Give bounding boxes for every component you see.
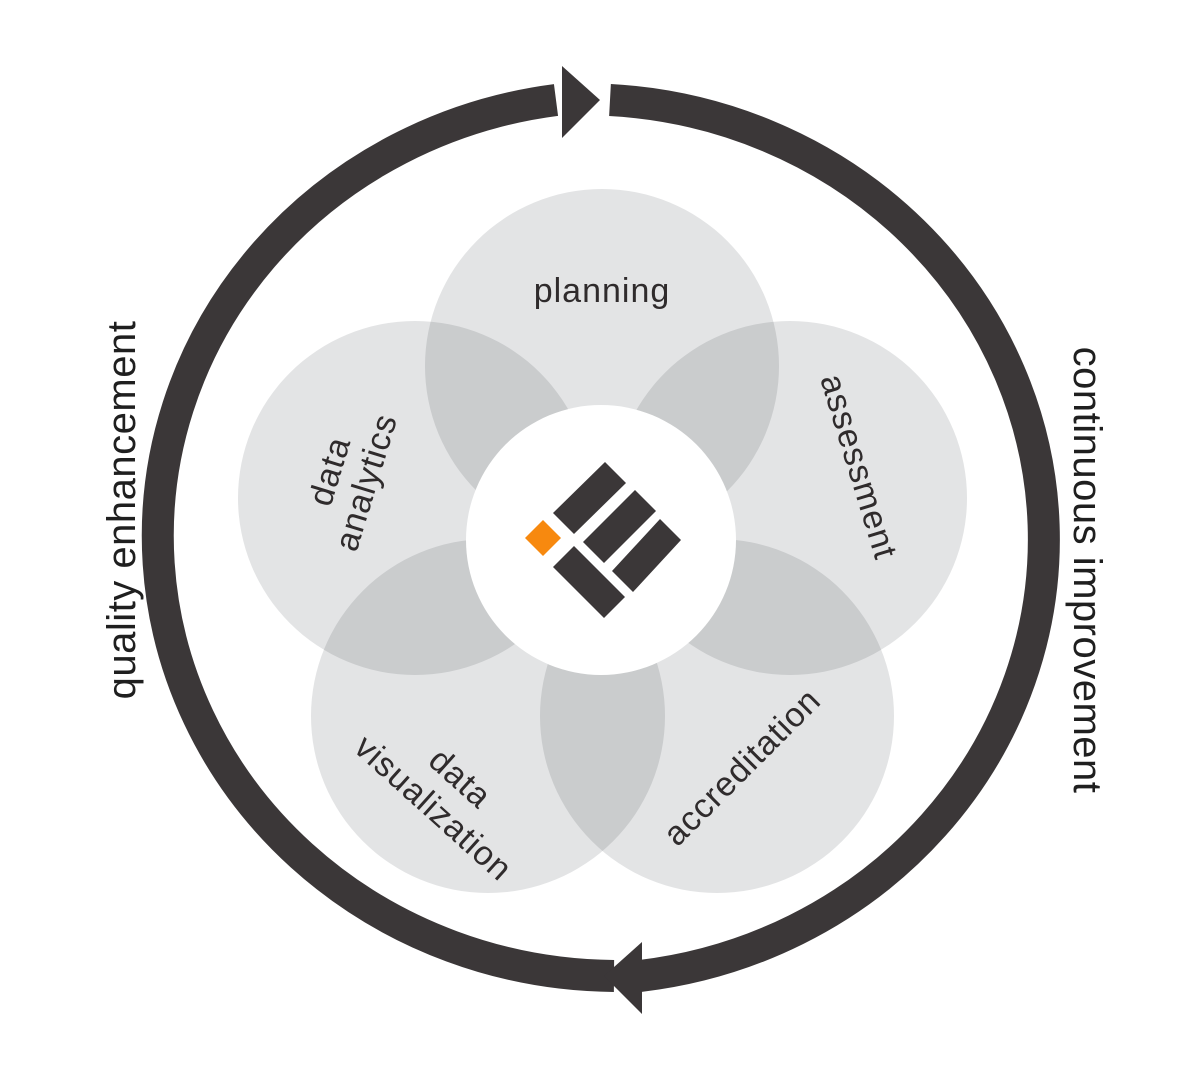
label-planning: planning [534, 272, 671, 310]
bottom-arrow-head-icon [604, 942, 642, 1014]
label-quality-enhancement: quality enhancement [100, 321, 144, 700]
outer-cycle-ring [141, 84, 1060, 992]
grid-diamond-logo-icon [525, 462, 681, 618]
label-continuous-improvement: continuous improvement [1065, 347, 1109, 794]
right-arc [609, 84, 1060, 992]
top-arrow-head-icon [562, 66, 600, 138]
left-arc [141, 84, 615, 992]
